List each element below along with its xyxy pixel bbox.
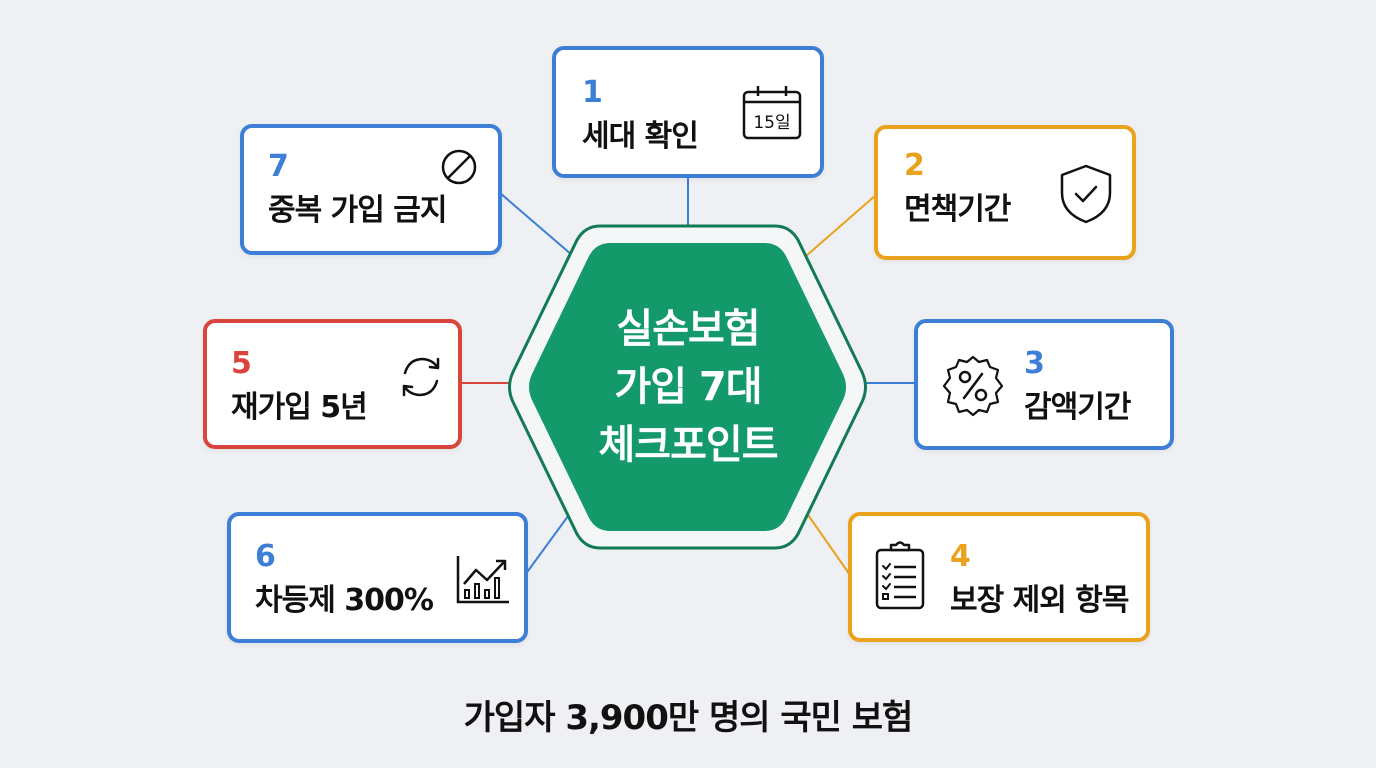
checkpoint-card-6: 6 차등제 300% [227,512,528,643]
checkpoint-label: 재가입 5년 [231,390,368,425]
checkpoint-number: 2 [904,148,925,183]
checkpoint-label: 중복 가입 금지 [268,193,447,228]
connector-2 [805,194,877,257]
footer-caption: 가입자 3,900만 명의 국민 보험 [463,698,914,738]
checkpoint-card-3: 3 감액기간 [914,319,1174,450]
center-title-line-2: 가입 7대 [614,364,762,410]
prohibited-icon [441,149,477,185]
connector-4 [805,511,851,576]
checkpoint-label: 세대 확인 [582,119,699,154]
checkpoint-number: 6 [255,539,276,574]
checkpoint-label: 보장 제외 항목 [950,583,1129,618]
checkpoint-number: 7 [268,149,289,184]
refresh-icon [402,357,440,397]
percent-badge-icon [942,355,1004,417]
calendar-icon: 15일 [742,86,802,140]
center-title-line-1: 실손보험 [616,306,760,352]
checkpoint-card-2: 2 면책기간 [874,125,1136,260]
center-title: 실손보험 가입 7대 체크포인트 [527,300,849,474]
shield-check-icon [1060,164,1112,224]
checkpoint-number: 1 [582,75,603,110]
checkpoint-card-5: 5 재가입 5년 [203,319,462,449]
checkpoint-label: 차등제 300% [255,583,434,618]
checkpoint-card-1: 1 세대 확인 15일 [552,46,824,178]
checkpoint-card-4: 4 보장 제외 항목 [848,512,1150,642]
checkpoint-number: 5 [231,346,252,381]
clipboard-checklist-icon [875,541,925,610]
connector-6 [524,511,572,576]
center-title-line-3: 체크포인트 [598,422,779,468]
svg-text:15일: 15일 [753,113,790,133]
chart-growth-icon [456,556,509,604]
checkpoint-card-7: 7 중복 가입 금지 [240,124,502,255]
checkpoint-number: 4 [950,539,971,574]
center-hexagon [508,224,867,550]
checkpoint-label: 감액기간 [1024,390,1131,425]
checkpoint-label: 면책기간 [904,192,1011,227]
connector-7 [499,192,573,256]
checkpoint-number: 3 [1024,346,1045,381]
